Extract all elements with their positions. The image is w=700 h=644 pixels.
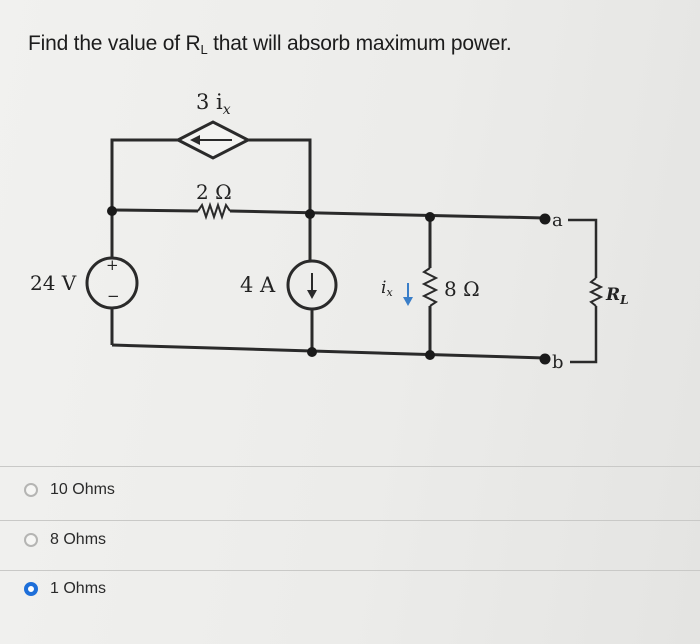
ix-label: ix (381, 278, 393, 299)
question-part-2: that will absorb maximum power. (207, 32, 512, 55)
wire-load-lower (570, 306, 598, 364)
question-subscript: L (200, 42, 208, 57)
junction-dot (425, 212, 435, 222)
answer-option-8-ohms[interactable]: 8 Ohms (24, 531, 106, 549)
wire-load-upper (568, 218, 598, 278)
current-source-arrowhead (307, 290, 317, 299)
divider (0, 520, 700, 521)
wire-mid-right (229, 209, 546, 220)
load-label: RL (605, 285, 629, 307)
voltage-source-label: 24 V (30, 271, 77, 295)
terminal-b-dot (539, 353, 551, 365)
resistor-2-label: 2 Ω (196, 180, 232, 204)
radio-button[interactable] (24, 533, 38, 547)
divider (0, 570, 700, 571)
dependent-source-arrowhead (190, 135, 200, 145)
dependent-source-label: 3 ix (196, 90, 231, 118)
wire-mid-left (111, 208, 199, 213)
ix-arrowhead (403, 297, 413, 306)
wire-bottom (111, 343, 546, 360)
circuit-diagram: 3 ix 2 Ω 24 V + − 4 A ix 8 Ω a b RL (30, 90, 629, 373)
divider (0, 466, 700, 467)
wire-top-left (110, 138, 178, 212)
junction-dot (305, 209, 315, 219)
junction-dot (107, 206, 117, 216)
terminal-a-dot (539, 213, 551, 225)
voltage-minus-sign: − (107, 287, 120, 305)
radio-button-selected[interactable] (24, 582, 38, 596)
resistor-8-ohm (421, 267, 439, 307)
current-source-label: 4 A (240, 273, 276, 297)
option-label: 8 Ohms (50, 531, 107, 548)
terminal-a-label: a (552, 210, 563, 231)
resistor-8-label: 8 Ω (444, 277, 480, 301)
answer-option-1-ohms[interactable]: 1 Ohms (24, 580, 106, 598)
resistor-load (588, 277, 604, 307)
radio-button[interactable] (24, 483, 38, 497)
voltage-plus-sign: + (106, 256, 119, 274)
resistor-2-ohm (197, 201, 231, 221)
question-part-1: Find the value of R (28, 32, 201, 55)
option-label: 1 Ohms (50, 580, 107, 597)
junction-dot (425, 350, 435, 360)
question-text: Find the value of RL that will absorb ma… (28, 32, 512, 57)
terminal-b-label: b (552, 352, 564, 373)
junction-dot (307, 347, 317, 357)
wire-top-right (248, 138, 312, 212)
answer-option-10-ohms[interactable]: 10 Ohms (24, 481, 115, 499)
option-label: 10 Ohms (50, 481, 115, 498)
